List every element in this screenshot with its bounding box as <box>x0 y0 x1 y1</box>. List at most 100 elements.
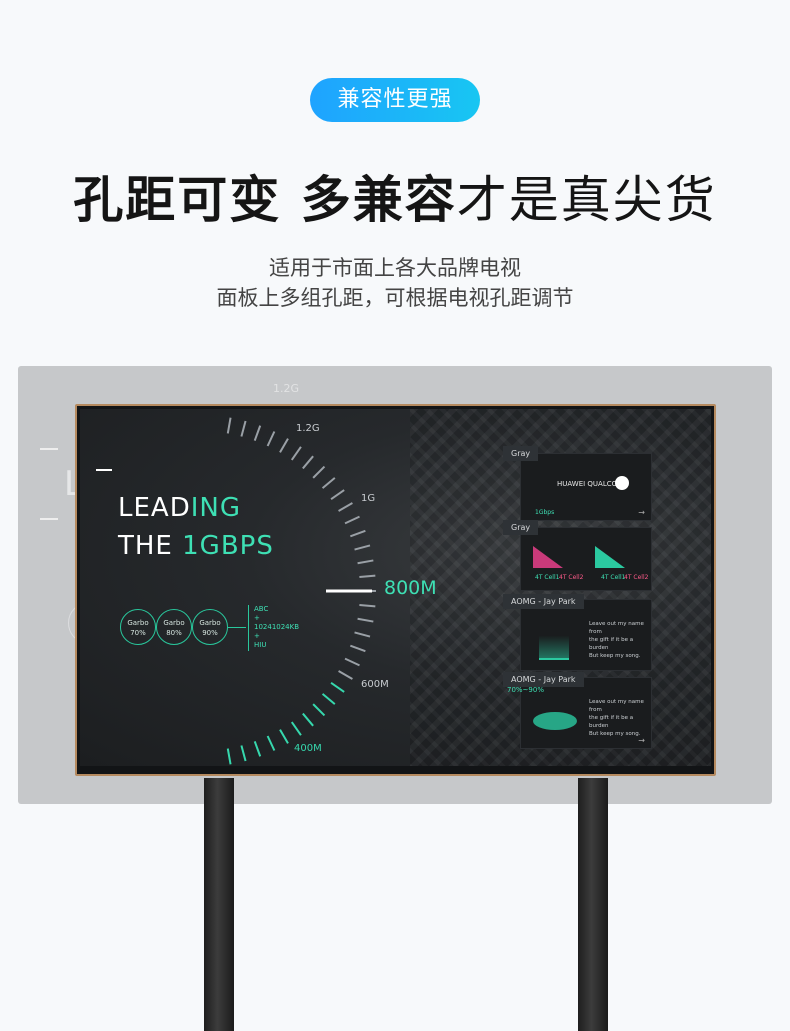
lead-line-1: LEADING <box>118 493 241 523</box>
ring-connector <box>248 605 249 651</box>
mini-item: HIU <box>254 641 267 649</box>
arrow-right-icon: → <box>638 736 645 745</box>
cell-label: 4T Cell2 <box>624 574 649 581</box>
mini-item: + <box>254 632 260 640</box>
garbo-ring: Garbo 80% <box>156 609 192 645</box>
gauge-tick <box>321 693 336 705</box>
ring-name: Garbo <box>127 619 149 627</box>
ring-value: 80% <box>166 629 182 637</box>
gauge-tick <box>312 465 326 479</box>
gauge-tick <box>302 712 314 727</box>
platform-graphic <box>533 712 577 730</box>
text-line: the gift if it be a burden <box>589 637 634 651</box>
headline-light: 才是真尖货 <box>456 171 717 229</box>
lead-line-2: THE 1GBPS <box>118 531 274 561</box>
gauge-tick <box>354 631 371 638</box>
gauge-label-top: 1.2G <box>296 423 320 434</box>
ring-name: Garbo <box>199 619 221 627</box>
ring-name: Garbo <box>163 619 185 627</box>
subtitle-line-2: 面板上多组孔距，可根据电视孔距调节 <box>216 286 574 310</box>
gauge-tick <box>290 446 302 461</box>
card-speed: 1Gbps <box>535 509 555 516</box>
card-text: Leave out my name from the gift if it be … <box>589 698 651 738</box>
gauge-tick <box>338 670 353 680</box>
panel-ghost-label: 1.2G <box>273 382 300 395</box>
headline-bold: 孔距可变 多兼容 <box>73 171 457 229</box>
gauge-label-mid: 800M <box>384 577 437 599</box>
gauge-tick <box>240 745 247 762</box>
gauge-tick <box>266 735 276 751</box>
info-card: Gray 4T Cell1 4T Cell2 4T Cell1 4T Cell2 <box>503 520 652 591</box>
gauge-tick <box>350 529 366 538</box>
garbo-ring: Garbo 70% <box>120 609 156 645</box>
speed-gauge <box>226 417 376 765</box>
card-range: 70%~90% <box>507 686 544 694</box>
garbo-ring: Garbo 90% <box>192 609 228 645</box>
mini-item: + <box>254 614 260 622</box>
chart-shape <box>595 546 625 568</box>
info-card: Gray HUAWEI QUALCOMM 1Gbps → <box>503 446 652 521</box>
text-line: the gift if it be a burden <box>589 715 634 729</box>
gauge-tick <box>344 657 360 667</box>
tv-display: LEADING THE 1GBPS Garbo 70% Garbo 80% Garb… <box>75 404 716 776</box>
gauge-tick <box>321 477 336 489</box>
mini-item: ABC <box>254 605 269 613</box>
card-text: Leave out my name from the gift if it be … <box>589 620 651 660</box>
lead-2-white: THE <box>118 531 183 561</box>
text-line: Leave out my name from <box>589 621 644 635</box>
card-tag: AOMG - Jay Park <box>503 594 584 609</box>
arrow-right-icon: → <box>638 508 645 517</box>
gauge-tick <box>290 721 302 736</box>
headline: 孔距可变 多兼容才是真尖货 <box>0 168 790 232</box>
gauge-tick <box>357 617 374 623</box>
card-tag: AOMG - Jay Park <box>503 672 584 687</box>
panel-mark <box>40 518 58 520</box>
gauge-label-bottom: 400M <box>294 743 322 754</box>
tv-screen: LEADING THE 1GBPS Garbo 70% Garbo 80% Garb… <box>80 409 711 766</box>
gauge-tick <box>253 425 262 441</box>
gauge-tick <box>312 703 326 717</box>
gauge-tick <box>279 438 289 453</box>
info-card: AOMG - Jay Park Leave out my name from th… <box>503 594 652 671</box>
info-card: AOMG - Jay Park 70%~90% Leave out my nam… <box>503 672 652 749</box>
stand-pole-left <box>204 778 234 1031</box>
card-tag: Gray <box>503 520 539 535</box>
lead-2-green: 1GBPS <box>182 531 274 561</box>
text-line: But keep my song. <box>589 653 641 659</box>
cell-label: 4T Cell2 <box>559 574 584 581</box>
gauge-tick <box>279 729 289 744</box>
gauge-tick <box>359 603 376 608</box>
gauge-tick <box>344 515 360 525</box>
gauge-tick <box>350 644 366 653</box>
gauge-label-lower: 600M <box>361 679 389 690</box>
gauge-tick <box>330 489 345 501</box>
brand-row: HUAWEI QUALCOMM <box>557 480 630 488</box>
building-graphic <box>539 626 569 660</box>
chart-shape <box>533 546 563 568</box>
text-line: Leave out my name from <box>589 699 644 713</box>
gauge-tick <box>253 741 262 757</box>
lead-1-white: LEAD <box>118 493 191 523</box>
panel-mark <box>40 448 58 450</box>
gauge-tick <box>354 544 371 551</box>
gauge-label-upper: 1G <box>361 493 376 504</box>
ring-connector <box>228 627 246 628</box>
cell-label: 4T Cell1 <box>535 574 560 581</box>
screen-dash <box>96 469 112 471</box>
gauge-tick <box>338 502 353 512</box>
ring-value: 70% <box>130 629 146 637</box>
gauge-tick <box>240 420 247 437</box>
gauge-tick <box>226 417 232 434</box>
card-tag: Gray <box>503 446 539 461</box>
stand-pole-right <box>578 778 608 1031</box>
gauge-tick <box>226 748 232 765</box>
gauge-tick <box>266 431 276 447</box>
gauge-tick <box>359 574 376 579</box>
cell-label: 4T Cell1 <box>601 574 626 581</box>
ring-value: 90% <box>202 629 218 637</box>
mini-list: ABC + 10241024KB + HIU <box>254 605 299 650</box>
feature-badge: 兼容性更强 <box>310 78 480 122</box>
lead-1-green: ING <box>190 493 241 523</box>
gauge-ticks <box>226 417 376 765</box>
gauge-tick <box>330 681 345 693</box>
